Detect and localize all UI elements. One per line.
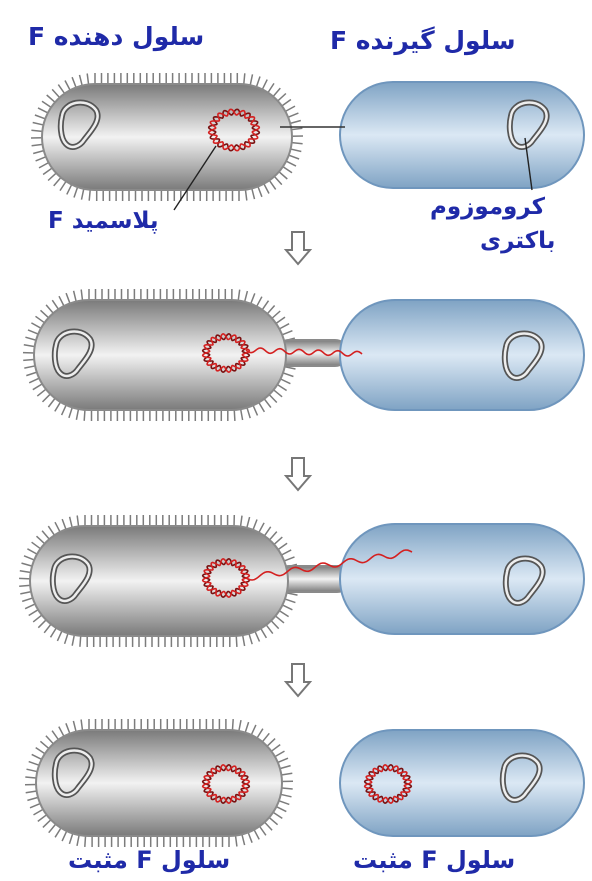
down-arrow xyxy=(286,664,310,696)
positive-cell-label-left: سلول F مثبت xyxy=(68,846,230,874)
positive-cell-label-right: سلول F مثبت xyxy=(353,846,515,874)
chromosome-label-line2: باکتری xyxy=(480,228,555,254)
chromosome-label-line1: کروموزوم xyxy=(430,194,545,220)
recipient-cell xyxy=(340,300,584,410)
recipient-cell xyxy=(340,730,584,836)
plasmid-label: پلاسمید F xyxy=(48,208,159,234)
down-arrow xyxy=(286,458,310,490)
donor-cell-label: سلول دهنده F xyxy=(28,22,204,51)
down-arrow xyxy=(286,232,310,264)
recipient-cell-label: سلول گیرنده F xyxy=(330,26,516,55)
recipient-cell xyxy=(340,524,584,634)
recipient-cell xyxy=(340,82,584,188)
